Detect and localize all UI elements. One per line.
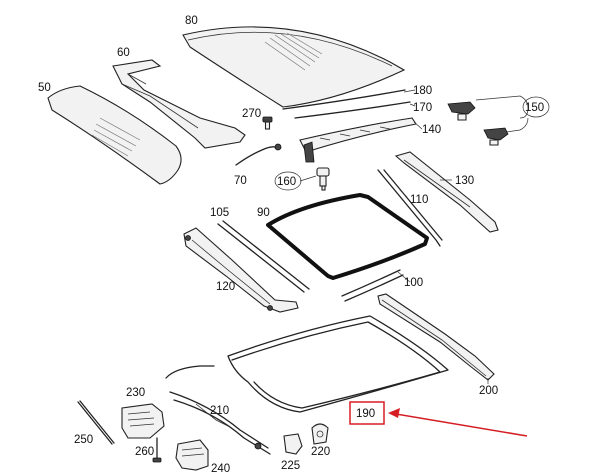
clip-225: [283, 433, 303, 455]
motor-240: [175, 439, 209, 471]
deflector-60: [112, 59, 246, 149]
label-120: 120: [216, 281, 235, 293]
highlight-arrow: [395, 413, 528, 437]
rod-250: [77, 400, 115, 445]
highlight-190: 190: [349, 401, 528, 437]
label-230: 230: [126, 387, 145, 399]
bolt-160: [316, 167, 330, 191]
seal-110: [377, 169, 443, 247]
label-190: 190: [356, 408, 375, 420]
label-225: 225: [281, 460, 300, 472]
label-160: 160: [277, 176, 296, 188]
callout-160: 160: [274, 171, 302, 191]
label-240: 240: [211, 463, 230, 475]
screw-260: [152, 437, 162, 463]
label-170: 170: [413, 102, 432, 114]
seal-105: [217, 220, 310, 293]
seal-170: [294, 101, 411, 119]
label-60: 60: [117, 47, 130, 59]
label-220: 220: [311, 446, 330, 458]
seal-100: [341, 269, 404, 302]
arrow-head-icon: [388, 408, 400, 418]
label-130: 130: [455, 175, 474, 187]
label-250: 250: [74, 434, 93, 446]
rail-200: [377, 293, 495, 381]
seal-190: [227, 315, 449, 413]
cable-70: [235, 143, 282, 166]
label-150: 150: [525, 102, 544, 114]
label-100: 100: [404, 277, 423, 289]
side-rail-120: [183, 227, 299, 313]
cable-210: [165, 365, 271, 455]
seal-180: [282, 89, 406, 110]
motor-230: [121, 403, 165, 439]
side-rail-130: [394, 151, 499, 233]
clips-150: [447, 101, 509, 146]
label-200: 200: [479, 385, 498, 397]
label-270: 270: [242, 108, 261, 120]
part-labels: 80 60 50 270 70 180 170 140 130 110 105 …: [38, 15, 498, 475]
label-70: 70: [234, 175, 247, 187]
highlight-box: [349, 401, 385, 425]
label-50: 50: [38, 82, 51, 94]
frame-seal-90: [266, 193, 429, 280]
label-80: 80: [185, 15, 198, 27]
label-105: 105: [210, 207, 229, 219]
glass-panel-80: [182, 26, 406, 108]
front-rail-140: [299, 117, 417, 163]
label-110: 110: [410, 194, 428, 206]
callout-150: 150: [522, 96, 550, 118]
clip-220: [311, 423, 329, 445]
label-210: 210: [210, 405, 229, 417]
label-180: 180: [413, 85, 432, 97]
label-90: 90: [257, 207, 270, 219]
label-140: 140: [422, 124, 441, 136]
screw-270: [262, 116, 273, 130]
rear-panel-50: [47, 85, 182, 185]
leader-lines: [262, 89, 529, 384]
label-260: 260: [135, 446, 154, 458]
